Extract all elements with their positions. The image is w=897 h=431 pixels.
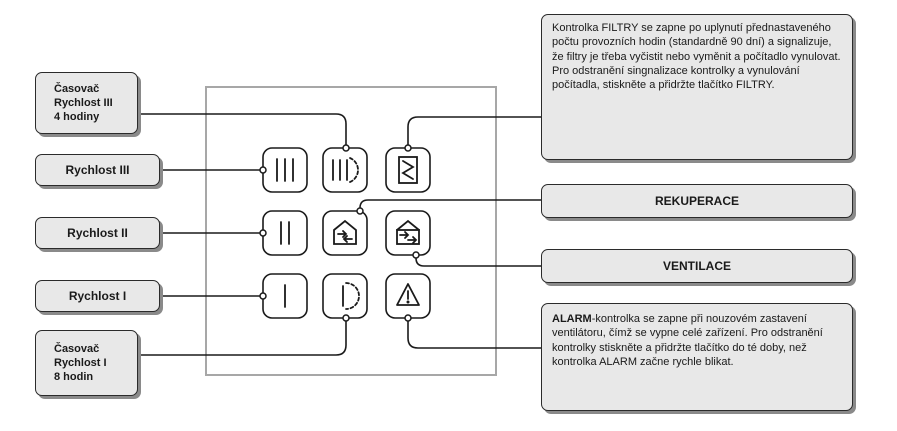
timer-speed3-icon — [332, 157, 359, 183]
connector-dot — [404, 314, 412, 322]
connector-dot — [259, 229, 267, 237]
leader-filters — [407, 116, 541, 147]
speed2-button — [262, 210, 308, 256]
connector-dot — [342, 314, 350, 322]
ventilation-icon — [396, 219, 420, 245]
connector-dot — [412, 251, 420, 259]
leader-timer-speed1 — [138, 320, 347, 356]
speed3-label: Rychlost III — [35, 154, 160, 186]
timer-speed3-button — [322, 147, 368, 193]
filter-icon — [398, 156, 418, 184]
connector-dot — [356, 207, 364, 215]
filters-description: Kontrolka FILTRY se zapne po uplynutí př… — [541, 14, 853, 160]
connector-dot — [259, 292, 267, 300]
speed3-icon — [276, 158, 294, 182]
connector-dot — [404, 144, 412, 152]
connector-dot — [342, 144, 350, 152]
leader-ventilation — [415, 249, 541, 267]
timer-speed3-label: Časovač Rychlost III 4 hodiny — [35, 72, 138, 134]
timer-speed1-label: Časovač Rychlost I 8 hodin — [35, 330, 138, 396]
speed1-label: Rychlost I — [35, 280, 160, 312]
recuperation-icon — [333, 219, 357, 245]
leader-timer-speed3 — [138, 113, 347, 145]
leader-alarm — [407, 318, 541, 349]
recuperation-label: REKUPERACE — [541, 184, 853, 218]
ventilation-label: VENTILACE — [541, 249, 853, 283]
alarm-icon — [396, 283, 420, 306]
control-panel-frame — [205, 86, 497, 376]
speed2-icon — [280, 221, 290, 245]
alarm-text: -kontrolka se zapne při nouzovém zastave… — [552, 313, 823, 368]
speed2-label: Rychlost II — [35, 217, 160, 249]
connector-dot — [259, 166, 267, 174]
alarm-title: ALARM — [552, 313, 592, 325]
timer-speed1-button — [322, 273, 368, 319]
timer-speed1-icon — [342, 282, 360, 310]
leader-recuperation — [359, 199, 541, 212]
ventilation-button — [385, 210, 431, 256]
alarm-description: ALARM-kontrolka se zapne při nouzovém za… — [541, 303, 853, 411]
